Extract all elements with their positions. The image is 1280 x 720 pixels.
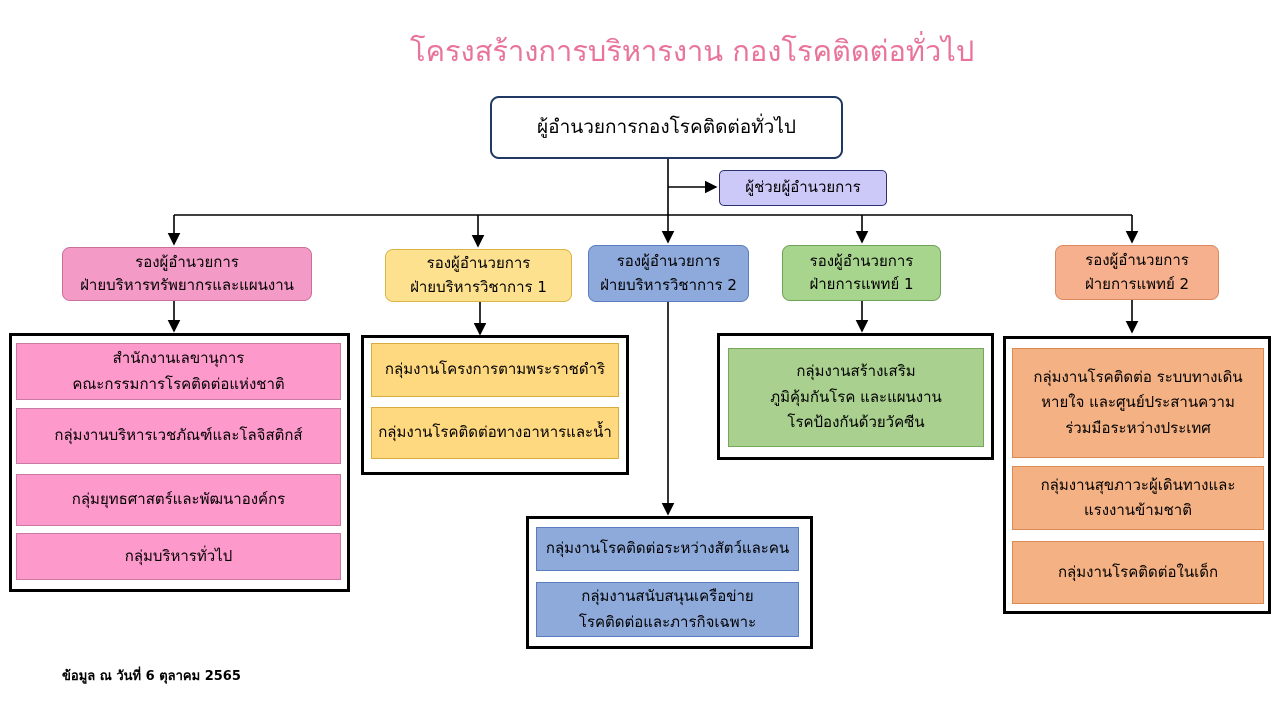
assistant-director-box: ผู้ช่วยผู้อำนวยการ [719, 170, 887, 206]
director-box: ผู้อำนวยการกองโรคติดต่อทั่วไป [490, 96, 843, 159]
group-item: กลุ่มยุทธศาสตร์และพัฒนาองค์กร [16, 474, 341, 526]
group-item: กลุ่มงานสุขภาวะผู้เดินทางและ แรงงานข้ามช… [1012, 466, 1264, 530]
deputy-academic-1-box: รองผู้อำนวยการ ฝ่ายบริหารวิชาการ 1 [385, 249, 572, 302]
group-item: กลุ่มงานสร้างเสริม ภูมิคุ้มกันโรค และแผน… [728, 348, 984, 447]
group-item: กลุ่มงานโรคติดต่อทางอาหารและน้ำ [371, 407, 619, 459]
group-item: กลุ่มบริหารทั่วไป [16, 533, 341, 580]
deputy-medical-1-box: รองผู้อำนวยการ ฝ่ายการแพทย์ 1 [782, 245, 941, 301]
deputy-academic-2-box: รองผู้อำนวยการ ฝ่ายบริหารวิชาการ 2 [588, 245, 749, 302]
group-item: กลุ่มงานบริหารเวชภัณฑ์และโลจิสติกส์ [16, 408, 341, 464]
data-date-footnote: ข้อมูล ณ วันที่ 6 ตุลาคม 2565 [62, 669, 241, 684]
group-item: กลุ่มงานโครงการตามพระราชดำริ [371, 343, 619, 397]
group-item: กลุ่มงานโรคติดต่อ ระบบทางเดิน หายใจ และศ… [1012, 348, 1264, 458]
deputy-resources-box: รองผู้อำนวยการ ฝ่ายบริหารทรัพยากรและแผนง… [62, 247, 312, 301]
deputy-medical-2-box: รองผู้อำนวยการ ฝ่ายการแพทย์ 2 [1055, 245, 1219, 300]
group-item: กลุ่มงานสนับสนุนเครือข่าย โรคติดต่อและภา… [536, 582, 799, 637]
group-item: กลุ่มงานโรคติดต่อในเด็ก [1012, 541, 1264, 604]
group-item: สำนักงานเลขานุการ คณะกรรมการโรคติดต่อแห่… [16, 343, 341, 400]
group-item: กลุ่มงานโรคติดต่อระหว่างสัตว์และคน [536, 527, 799, 571]
page-title: โครงสร้างการบริหารงาน กองโรคติดต่อทั่วไป [410, 34, 975, 68]
